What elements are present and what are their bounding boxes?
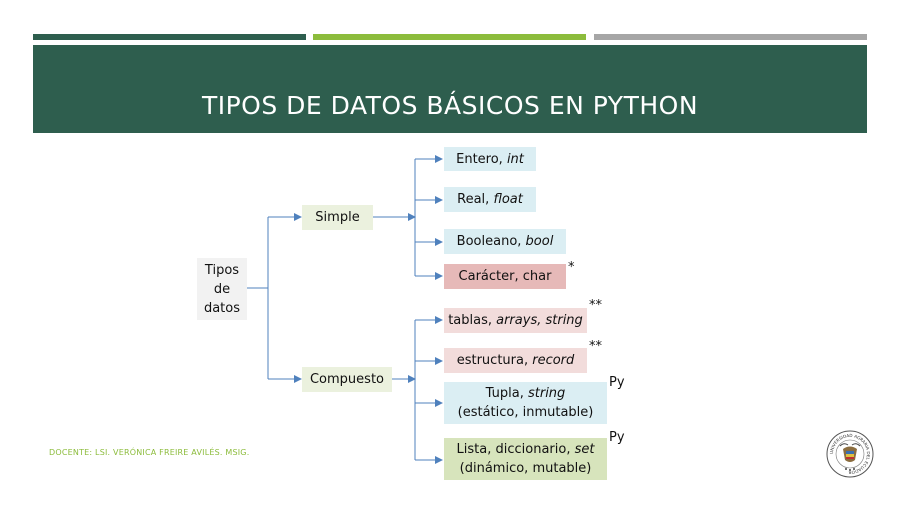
- leaf-tablas-em: arrays, string: [496, 313, 583, 328]
- mark-lista: Py: [609, 430, 625, 445]
- mark-estructura: **: [589, 339, 602, 354]
- slide-title: TIPOS DE DATOS BÁSICOS EN PYTHON: [201, 91, 699, 120]
- leaf-tupla-em: string: [527, 386, 566, 401]
- footer-docente: DOCENTE: LSI. VERÓNICA FREIRE AVILÉS. MS…: [49, 448, 250, 457]
- leaf-entero-em: int: [506, 151, 524, 167]
- leaf-lista-line2: (dinámico, mutable): [459, 461, 592, 476]
- leaf-estructura: estructura, record: [444, 348, 587, 373]
- mark-caracter: *: [568, 260, 575, 275]
- node-compuesto: Compuesto: [302, 367, 392, 392]
- leaf-caracter-text: Carácter, char: [458, 269, 552, 284]
- leaf-entero-text: Entero,: [456, 151, 507, 167]
- leaf-booleano-text: Booleano,: [456, 234, 526, 249]
- mark-tupla: Py: [609, 375, 625, 390]
- mark-tablas: **: [589, 298, 602, 313]
- accent-bar-light-green: [313, 34, 586, 40]
- leaf-estructura-em: record: [532, 353, 575, 368]
- leaf-tupla: Tupla, string (estático, inmutable): [444, 382, 607, 424]
- root-line-3: datos: [203, 300, 241, 316]
- leaf-lista-text: Lista, diccionario,: [456, 442, 575, 457]
- root-line-1: Tipos: [204, 262, 240, 278]
- root-line-2: de: [213, 281, 231, 297]
- node-simple: Simple: [302, 205, 373, 230]
- leaf-tupla-line2: (estático, inmutable): [457, 405, 594, 420]
- leaf-lista-line1: Lista, diccionario, set: [457, 440, 595, 459]
- leaf-tupla-line1: Tupla, string: [486, 384, 566, 403]
- leaf-real: Real, float: [444, 187, 536, 212]
- leaf-estructura-text: estructura,: [456, 353, 533, 368]
- leaf-booleano: Booleano, bool: [444, 229, 566, 254]
- leaf-lista-em: set: [574, 442, 595, 457]
- accent-bar-gray: [594, 34, 867, 40]
- root-node-tipos-de-datos: Tipos de datos: [197, 258, 247, 320]
- title-band: TIPOS DE DATOS BÁSICOS EN PYTHON: [33, 45, 867, 133]
- leaf-tablas: tablas, arrays, string: [444, 308, 587, 333]
- leaf-real-em: float: [493, 192, 523, 207]
- leaf-caracter: Carácter, char: [444, 264, 566, 289]
- leaf-tupla-text: Tupla,: [485, 386, 528, 401]
- leaf-tablas-text: tablas,: [448, 313, 497, 328]
- leaf-lista: Lista, diccionario, set (dinámico, mutab…: [444, 438, 607, 480]
- leaf-real-text: Real,: [457, 192, 494, 207]
- accent-bar-dark-green: [33, 34, 306, 40]
- university-seal-icon: UNIVERSIDAD AGRARIA DEL ECUADOR: [826, 430, 874, 478]
- leaf-entero: Entero, int: [444, 147, 536, 171]
- leaf-booleano-em: bool: [525, 234, 554, 249]
